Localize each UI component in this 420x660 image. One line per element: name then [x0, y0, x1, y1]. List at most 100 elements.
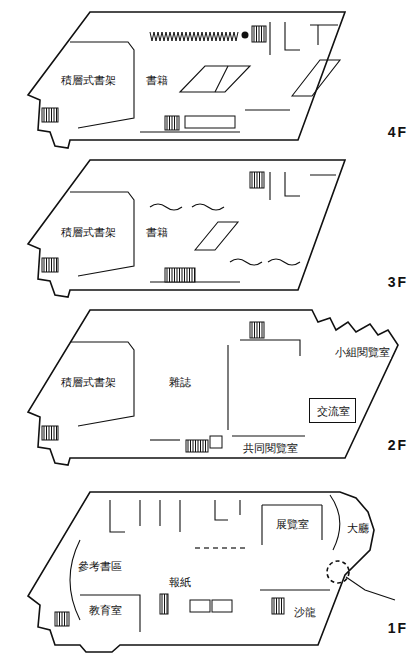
stair-step: [195, 440, 196, 452]
wall-line: [268, 259, 300, 265]
stair-step: [64, 612, 65, 626]
room-area: 雜誌: [166, 374, 194, 391]
wall-line: [292, 60, 340, 96]
floor-drawing: [28, 160, 345, 297]
room-area: 交流室: [309, 398, 356, 423]
room-label: 小組閱覽室: [334, 346, 391, 359]
floor-plate: [28, 12, 345, 148]
stair-step: [192, 268, 193, 282]
floor-drawing: [28, 310, 398, 465]
wall-line: [80, 595, 140, 632]
stair-step: [174, 268, 175, 282]
stair-step: [51, 258, 52, 272]
stair-step: [54, 426, 55, 440]
stair-step: [51, 108, 52, 122]
stair-step: [54, 258, 55, 272]
wall-line: [270, 22, 338, 55]
stair-step: [59, 612, 60, 626]
room-label: 參考書區: [77, 560, 123, 573]
stair-step: [252, 322, 253, 338]
stair-step: [182, 268, 183, 282]
room-label: 展覽室: [275, 518, 310, 531]
stair-step: [49, 108, 50, 122]
stair-step: [169, 268, 170, 282]
stairs: [165, 116, 179, 130]
stair-step: [203, 440, 204, 452]
floor-plan-level: 3F積層式書架書籍: [0, 150, 420, 305]
stair-step: [172, 116, 173, 130]
stair-step: [259, 172, 260, 188]
column-symbol: [242, 32, 249, 39]
stairs: [160, 594, 168, 614]
room-area: 小組閱覽室: [332, 344, 393, 361]
wall-line: [140, 110, 290, 132]
room-area: 共同閱覽室: [240, 440, 301, 457]
stairs: [252, 26, 266, 42]
floor-drawing: [28, 12, 345, 148]
room-label: 大廳: [346, 522, 370, 535]
room-label: 沙龍: [293, 606, 317, 619]
room-label: 教育室: [88, 604, 123, 617]
room-label: 共同閱覽室: [242, 442, 299, 455]
stair-step: [167, 116, 168, 130]
counter-dash: [204, 547, 209, 548]
floor-plan-level: 2F積層式書架雜誌小組閱覽室交流室共同閱覽室: [0, 300, 420, 475]
stair-step: [56, 108, 57, 122]
room-area: 大廳: [344, 520, 372, 537]
stair-step: [256, 26, 257, 42]
wall-line: [110, 500, 180, 532]
stair-step: [259, 26, 260, 42]
shelf-row: [150, 32, 238, 41]
stairs: [55, 612, 69, 626]
wall-line: [192, 204, 224, 210]
stair-step: [262, 172, 263, 188]
stair-step: [56, 258, 57, 272]
wall-line: [215, 66, 228, 92]
wall-line: [150, 204, 182, 210]
wall-line: [240, 340, 300, 356]
room-area: 參考書區: [75, 558, 125, 575]
stair-step: [200, 440, 201, 452]
wall-line: [346, 577, 395, 600]
stair-step: [174, 116, 175, 130]
wall-line: [70, 540, 80, 620]
counter-dash: [222, 547, 227, 548]
stair-step: [257, 322, 258, 338]
floor-plate: [28, 160, 345, 297]
floor-number: 1F: [388, 620, 408, 636]
floor-plate: [28, 492, 374, 652]
stair-step: [44, 426, 45, 440]
counter-dash: [213, 547, 218, 548]
stair-step: [162, 594, 163, 614]
room-area: 報紙: [166, 574, 194, 591]
stair-step: [281, 598, 282, 614]
stair-step: [46, 108, 47, 122]
room-area: 沙龍: [291, 604, 319, 621]
room-label: 積層式書架: [60, 376, 117, 389]
wall-line: [150, 439, 180, 440]
stair-step: [184, 268, 185, 282]
stair-step: [54, 108, 55, 122]
stair-step: [179, 268, 180, 282]
room-area: 書籍: [143, 72, 171, 89]
stair-step: [274, 598, 275, 614]
stairs: [42, 108, 58, 122]
furniture: [185, 116, 235, 128]
stair-step: [164, 594, 165, 614]
room-label: 報紙: [168, 576, 192, 589]
stair-step: [177, 116, 178, 130]
stairs: [250, 322, 264, 338]
stair-step: [46, 426, 47, 440]
stair-step: [188, 440, 189, 452]
stair-step: [44, 258, 45, 272]
stair-step: [264, 26, 265, 42]
stair-step: [67, 612, 68, 626]
stairs: [42, 258, 58, 272]
stair-step: [190, 440, 191, 452]
stair-step: [51, 426, 52, 440]
wall-line: [195, 222, 238, 250]
floor-plan-level: 4F積層式書架書籍: [0, 0, 420, 160]
room-label: 書籍: [145, 226, 169, 239]
stair-step: [198, 440, 199, 452]
